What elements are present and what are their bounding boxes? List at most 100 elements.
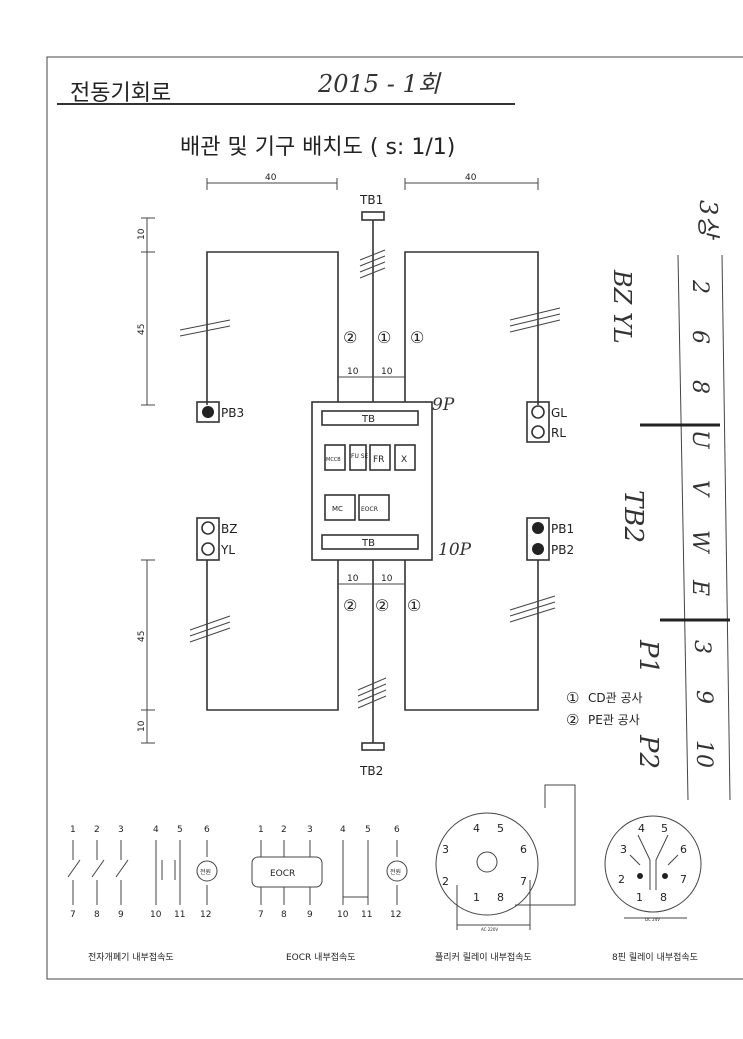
svg-text:EOCR: EOCR — [361, 506, 378, 513]
svg-text:②: ② — [566, 711, 579, 729]
svg-text:10: 10 — [381, 574, 393, 584]
svg-text:2: 2 — [94, 825, 100, 835]
svg-text:MC: MC — [332, 505, 343, 513]
dim-top-left: 40 — [206, 173, 338, 190]
svg-text:CD관 공사: CD관 공사 — [588, 691, 643, 705]
svg-text:7: 7 — [520, 875, 527, 888]
page-frame — [46, 56, 743, 980]
svg-text:8핀 릴레이 내부접속도: 8핀 릴레이 내부접속도 — [612, 951, 698, 963]
svg-text:RL: RL — [551, 426, 566, 440]
dim-left-vertical: 10 45 45 10 — [137, 217, 155, 744]
svg-text:PB2: PB2 — [551, 543, 574, 557]
svg-text:U: U — [687, 430, 712, 450]
svg-text:10: 10 — [137, 228, 147, 240]
svg-text:DC 24V: DC 24V — [645, 917, 660, 922]
conduit-mark: ② — [343, 596, 357, 615]
handwritten-date: 2015 - 1회 — [317, 70, 442, 98]
svg-text:5: 5 — [497, 822, 504, 835]
svg-text:BZ: BZ — [221, 522, 237, 536]
svg-text:6: 6 — [520, 843, 527, 856]
svg-text:9: 9 — [691, 690, 716, 704]
handwritten-side-table: 3상 BZ YL TB2 P1 P2 2 6 8 U V W E 3 9 10 — [608, 200, 731, 801]
svg-text:11: 11 — [361, 910, 372, 920]
svg-text:45: 45 — [137, 631, 147, 642]
svg-text:9: 9 — [118, 910, 124, 920]
svg-text:3상: 3상 — [694, 200, 722, 240]
conduit-mark: ① — [410, 328, 424, 347]
svg-text:3: 3 — [307, 825, 313, 835]
svg-text:7: 7 — [680, 873, 687, 886]
handwritten-9p: 9P — [432, 395, 455, 415]
svg-text:전원: 전원 — [390, 868, 401, 876]
svg-text:8: 8 — [660, 891, 667, 904]
svg-text:7: 7 — [70, 910, 76, 920]
header-title: 전동기회로 — [70, 81, 171, 106]
svg-text:4: 4 — [340, 825, 346, 835]
svg-text:8: 8 — [687, 380, 712, 394]
tb1-label: TB1 — [359, 193, 383, 207]
svg-text:10: 10 — [691, 740, 716, 768]
conduit-mark: ② — [343, 328, 357, 347]
svg-text:8: 8 — [281, 910, 287, 920]
svg-text:플리커 릴레이 내부접속도: 플리커 릴레이 내부접속도 — [435, 951, 532, 963]
tb2-box — [361, 742, 385, 751]
conduit-mark: ① — [407, 596, 421, 615]
svg-text:4: 4 — [638, 822, 645, 835]
svg-text:8: 8 — [497, 891, 504, 904]
svg-text:2: 2 — [687, 279, 712, 294]
svg-text:6: 6 — [204, 825, 210, 835]
svg-text:45: 45 — [137, 324, 147, 335]
pb3-device: PB3 — [196, 401, 244, 423]
svg-text:10: 10 — [150, 910, 162, 920]
svg-text:6: 6 — [394, 825, 400, 835]
svg-text:PB1: PB1 — [551, 522, 574, 536]
gl-rl-lamps: GL RL — [526, 401, 567, 443]
dim-box-spacing: 10 10 10 10 — [338, 367, 405, 585]
svg-text:TB: TB — [361, 538, 375, 549]
svg-text:10: 10 — [347, 574, 359, 584]
contactor-internal-diagram: 1 2 3 4 5 6 전원 7 8 9 10 11 12 전자개폐기 내부접속… — [67, 825, 218, 963]
svg-text:1: 1 — [258, 825, 264, 835]
control-panel: TB MCCB FU SE FR X MC EOCR TB — [311, 401, 433, 561]
svg-text:W: W — [687, 530, 712, 555]
svg-text:4: 4 — [473, 822, 480, 835]
legend: ① CD관 공사 ② PE관 공사 — [566, 689, 643, 729]
svg-text:4: 4 — [153, 825, 159, 835]
svg-text:1: 1 — [473, 891, 480, 904]
conduit-lines — [179, 220, 561, 743]
svg-text:①: ① — [566, 689, 579, 707]
svg-text:6: 6 — [680, 843, 687, 856]
svg-text:1: 1 — [636, 891, 643, 904]
svg-text:3: 3 — [689, 640, 714, 654]
bz-yl-devices: BZ YL — [196, 517, 237, 561]
svg-text:6: 6 — [687, 330, 712, 344]
svg-text:10: 10 — [137, 720, 147, 732]
dim-top-right: 40 — [404, 173, 539, 190]
svg-text:전원: 전원 — [200, 868, 211, 876]
8pin-relay-internal-diagram: DC 24V 1 2 3 4 5 6 7 8 8핀 릴레이 내부접속도 — [604, 815, 702, 963]
svg-text:PB3: PB3 — [221, 406, 244, 420]
svg-text:P2: P2 — [633, 734, 663, 769]
diagram-title: 배관 및 기구 배치도 ( s: 1/1) — [180, 135, 455, 160]
svg-text:FR: FR — [373, 455, 384, 465]
svg-text:MCCB: MCCB — [326, 457, 341, 463]
svg-text:10: 10 — [347, 367, 359, 377]
svg-text:TB: TB — [361, 414, 375, 425]
svg-text:AC 220V: AC 220V — [481, 927, 498, 932]
svg-text:3: 3 — [620, 843, 627, 856]
handwritten-10p: 10P — [438, 540, 472, 560]
svg-text:3: 3 — [442, 843, 449, 856]
svg-text:3: 3 — [118, 825, 124, 835]
svg-text:X: X — [401, 455, 407, 465]
svg-text:10: 10 — [337, 910, 349, 920]
svg-text:GL: GL — [551, 406, 567, 420]
svg-text:5: 5 — [365, 825, 371, 835]
svg-text:2: 2 — [618, 873, 625, 886]
svg-text:BZ YL: BZ YL — [608, 269, 636, 344]
svg-text:E: E — [687, 579, 712, 596]
svg-text:8: 8 — [94, 910, 100, 920]
svg-text:EOCR: EOCR — [270, 869, 295, 879]
svg-text:11: 11 — [174, 910, 185, 920]
svg-text:2: 2 — [281, 825, 287, 835]
